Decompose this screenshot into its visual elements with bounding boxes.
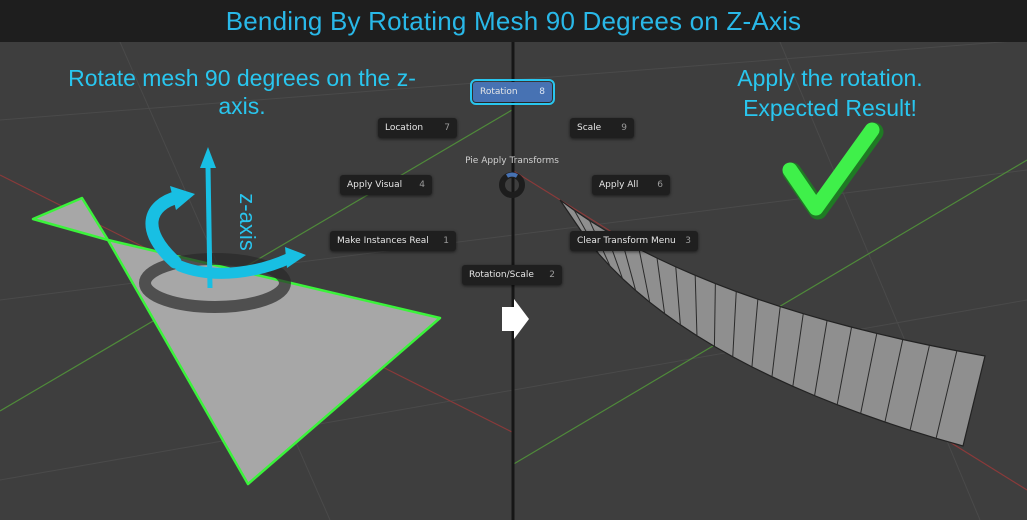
mesh-edge	[751, 299, 759, 367]
pie-item-label: Scale	[577, 123, 602, 133]
selected-mesh	[31, 196, 442, 486]
pie-item-number: 6	[657, 180, 663, 190]
mesh-edge	[792, 313, 804, 387]
mesh-edge	[935, 350, 958, 439]
pie-item-number: 7	[444, 123, 450, 133]
pie-item-label: Apply All	[599, 180, 639, 190]
mesh-edge	[713, 283, 716, 347]
z-axis-arrow-icon	[200, 147, 216, 289]
pie-item-make-instances-real[interactable]: Make Instances Real 1	[330, 231, 456, 251]
right-caption-line1: Apply the rotation.	[737, 65, 923, 91]
pie-item-label: Clear Transform Menu	[577, 236, 676, 246]
pie-item-number: 8	[539, 87, 545, 97]
mesh-edge	[732, 291, 737, 357]
gizmo-shadow	[139, 253, 291, 313]
pie-item-label: Rotation	[480, 87, 518, 97]
pie-item-label: Location	[385, 123, 424, 133]
left-caption: Rotate mesh 90 degrees on the z-axis.	[68, 65, 416, 119]
mesh-edge	[836, 327, 853, 405]
mesh-edge	[656, 258, 666, 314]
checkmark-icon	[782, 122, 880, 216]
scene-graphics: z-axis	[0, 42, 1027, 520]
pie-item-apply-visual[interactable]: Apply Visual 4	[340, 175, 432, 195]
mesh-edge	[884, 339, 904, 423]
right-arrow-icon	[502, 299, 529, 339]
right-caption-line2: Expected Result!	[743, 95, 917, 121]
pie-item-rotation-scale[interactable]: Rotation/Scale 2	[462, 265, 562, 285]
pie-item-rotation[interactable]: Rotation 8	[470, 79, 555, 105]
pie-item-number: 9	[621, 123, 627, 133]
mesh-edge	[771, 306, 781, 377]
pie-item-label: Make Instances Real	[337, 236, 429, 246]
mesh-edge	[638, 249, 651, 303]
pie-item-scale[interactable]: Scale 9	[570, 118, 634, 138]
pie-menu-title: Pie Apply Transforms	[465, 156, 559, 166]
pie-item-label: Apply Visual	[347, 180, 403, 190]
rotate-arrow-icon	[145, 186, 306, 279]
z-axis-label: z-axis	[235, 193, 260, 250]
pie-item-location[interactable]: Location 7	[378, 118, 457, 138]
pie-item-number: 4	[419, 180, 425, 190]
mesh-edge	[909, 345, 930, 431]
page-title: Bending By Rotating Mesh 90 Degrees on Z…	[225, 5, 802, 36]
mesh-edge	[860, 333, 878, 414]
pie-item-number: 2	[549, 270, 555, 280]
pie-item-label: Rotation/Scale	[469, 270, 534, 280]
pie-item-clear-transform-menu[interactable]: Clear Transform Menu 3	[570, 231, 698, 251]
pie-item-number: 3	[685, 236, 691, 246]
viewport: z-axis Rotate mesh 90 degrees on the z-a…	[0, 42, 1027, 520]
pie-direction-indicator	[506, 172, 518, 178]
mesh-edge	[814, 320, 828, 396]
pie-item-apply-all[interactable]: Apply All 6	[592, 175, 670, 195]
mesh-edge	[675, 266, 681, 325]
mesh-edge	[694, 275, 698, 336]
title-bar: Bending By Rotating Mesh 90 Degrees on Z…	[0, 0, 1027, 42]
pie-item-number: 1	[443, 236, 449, 246]
